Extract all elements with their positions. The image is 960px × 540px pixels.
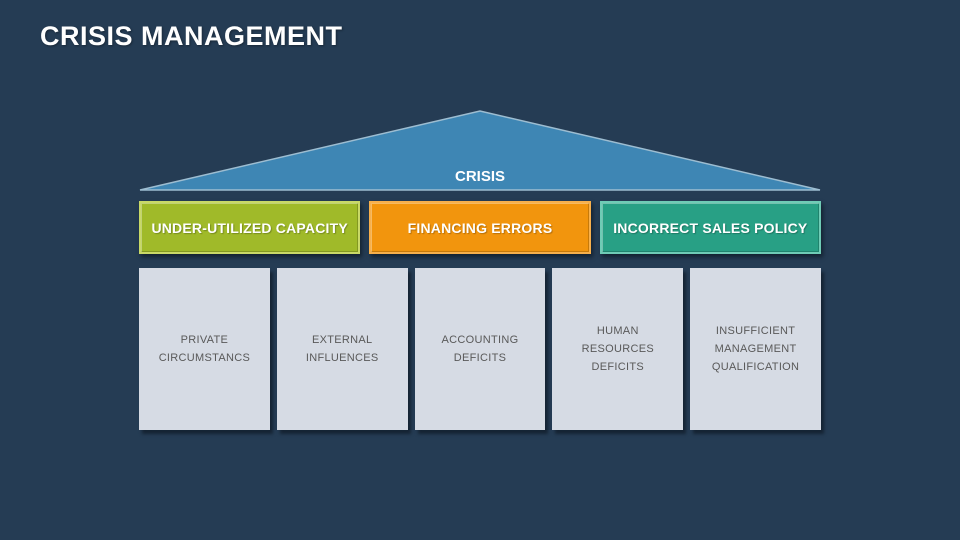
- cause-box-label: EXTERNAL INFLUENCES: [305, 333, 379, 364]
- category-bars-row: UNDER-UTILIZED CAPACITY FINANCING ERRORS…: [139, 201, 821, 254]
- crisis-roof: CRISIS: [138, 109, 822, 192]
- cause-box-human-resources-deficits: HUMAN RESOURCES DEFICITS: [552, 268, 684, 430]
- category-bar-financing-errors: FINANCING ERRORS: [369, 201, 591, 254]
- category-bar-under-utilized-capacity: UNDER-UTILIZED CAPACITY: [139, 201, 361, 254]
- crisis-label: CRISIS: [454, 168, 505, 185]
- cause-box-external-influences: EXTERNAL INFLUENCES: [276, 268, 408, 430]
- cause-boxes-row: PRIVATE CIRCUMSTANCS EXTERNAL INFLUENCES…: [139, 268, 821, 430]
- category-bar-label: UNDER-UTILIZED CAPACITY: [151, 219, 348, 236]
- category-bar-label: FINANCING ERRORS: [407, 219, 553, 236]
- cause-box-private-circumstancs: PRIVATE CIRCUMSTANCS: [139, 268, 270, 430]
- category-bar-incorrect-sales-policy: INCORRECT SALES POLICY: [599, 201, 821, 254]
- roof-triangle-icon: [139, 110, 821, 191]
- cause-box-label: INSUFFICIENT MANAGEMENT QUALIFICATION: [711, 324, 800, 374]
- page-title: CRISIS MANAGEMENT: [40, 21, 343, 51]
- cause-box-insufficient-management-qualification: INSUFFICIENT MANAGEMENT QUALIFICATION: [690, 268, 821, 430]
- category-bar-label: INCORRECT SALES POLICY: [613, 219, 808, 236]
- roof-triangle-shape: [139, 110, 821, 191]
- cause-box-label: HUMAN RESOURCES DEFICITS: [581, 324, 654, 374]
- cause-box-accounting-deficits: ACCOUNTING DEFICITS: [414, 268, 546, 430]
- cause-box-label: PRIVATE CIRCUMSTANCS: [158, 333, 251, 364]
- cause-box-label: ACCOUNTING DEFICITS: [441, 333, 519, 364]
